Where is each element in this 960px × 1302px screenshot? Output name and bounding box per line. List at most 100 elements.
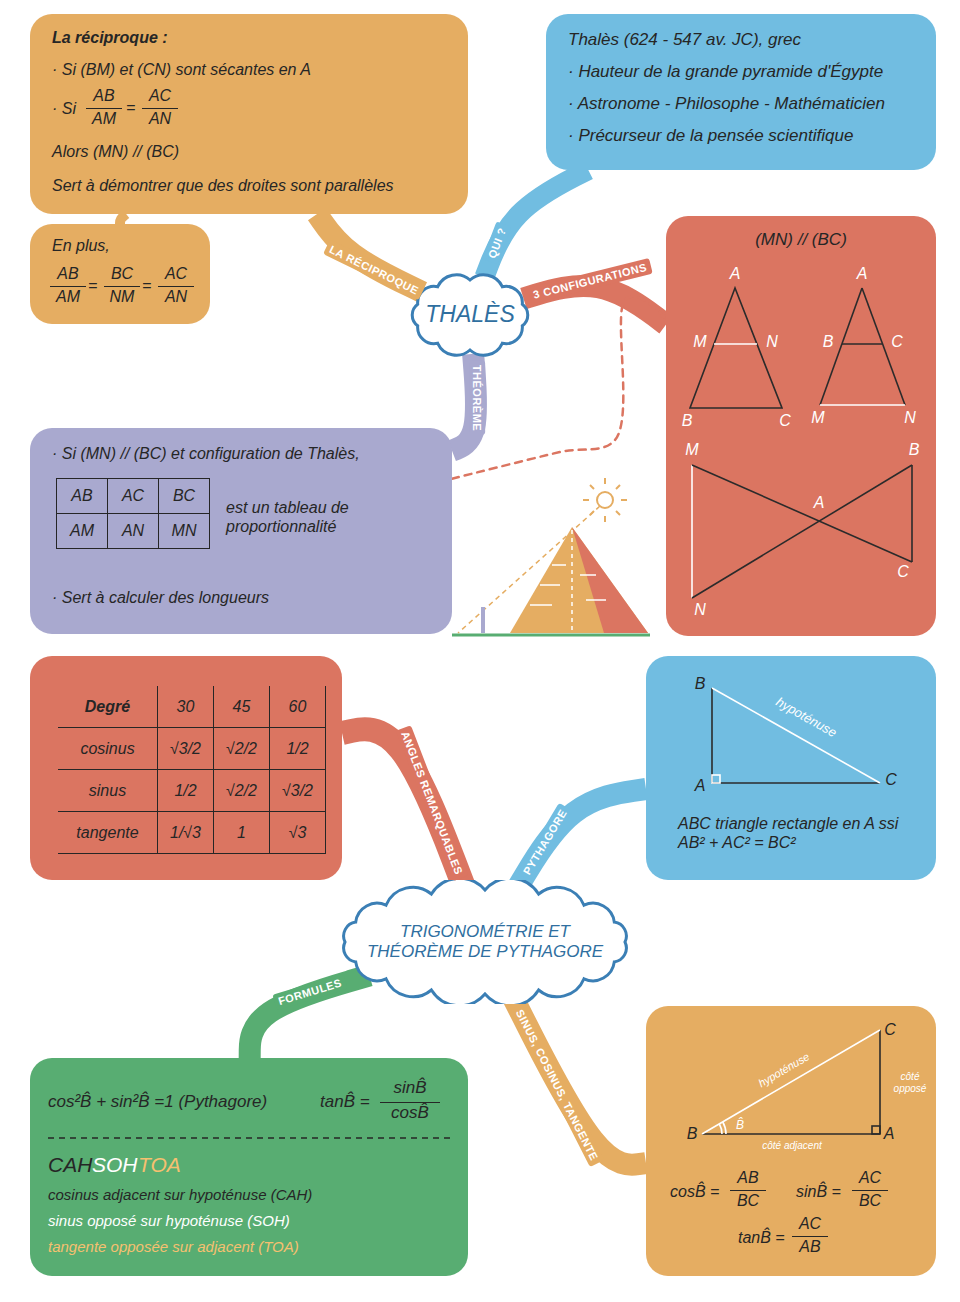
sun-illustration (616, 511, 620, 515)
table-cell: 60 (270, 686, 326, 728)
point-label: B (695, 675, 706, 693)
trig-triangle-figure (702, 1133, 880, 1135)
table-cell: 1 (214, 812, 270, 854)
point-label: N (904, 409, 916, 427)
sun-illustration (616, 485, 620, 489)
node-text: BC (104, 264, 140, 283)
node-text: (MN) // (BC) (676, 230, 926, 250)
node-text: AB (86, 86, 122, 105)
pyramid-illustration (540, 584, 560, 586)
cloud-title: TRIGONOMÉTRIE ET THÉORÈME DE PYTHAGORE (360, 922, 610, 963)
side-label: côté opposé (887, 1071, 933, 1094)
sun-illustration (621, 499, 627, 501)
point-label: A (814, 494, 825, 512)
node-text: cosinus adjacent sur hypoténuse (CAH) (48, 1186, 312, 1204)
node-text: AC (158, 264, 194, 283)
node-text: cosB̂ (380, 1102, 440, 1123)
point-label: C (779, 412, 791, 430)
node-text: AM (86, 108, 122, 128)
table-cell: √3 (270, 812, 326, 854)
table-cell: AC (107, 478, 159, 514)
point-label: C (885, 771, 897, 789)
table-cell: AN (107, 513, 159, 549)
extra-box: En plus,ABAM=BCNM=ACAN (30, 224, 210, 324)
point-label: M (811, 409, 824, 427)
table-cell: MN (158, 513, 210, 549)
pythagoras-box: ABC triangle rectangle en A ssi AB² + AC… (646, 656, 936, 880)
trig-triangle-figure (702, 1030, 880, 1134)
table-cell: √3/2 (270, 770, 326, 812)
node-text: AC (142, 86, 178, 105)
table-cell: 1/2 (158, 770, 214, 812)
thales-figure (820, 404, 905, 406)
thales-figure (911, 465, 913, 562)
node-text: En plus, (52, 236, 110, 255)
pyramid-illustration (452, 634, 650, 637)
node-text: CAH (48, 1152, 92, 1177)
point-label: A (730, 265, 741, 283)
node-text: sinus opposé sur hypoténuse (SOH) (48, 1212, 290, 1230)
node-text: BC (852, 1190, 888, 1210)
node-text: sinB̂ (380, 1078, 440, 1098)
table-cell: Degré (58, 686, 158, 728)
point-label: N (766, 333, 778, 351)
node-text: La réciproque : (52, 28, 168, 47)
pyramid-illustration (481, 607, 485, 633)
node-text: · Si (52, 99, 76, 118)
table-cell: 1/√3 (158, 812, 214, 854)
thales-figure (692, 465, 912, 562)
trig-triangle-figure (872, 1126, 880, 1134)
branch-label: PYTHAGORE (517, 803, 573, 882)
thales-figure (690, 288, 912, 598)
branch-label: ANGLES REMARQUABLES (396, 725, 469, 881)
node-text: AC (852, 1168, 888, 1187)
sun-illustration (590, 485, 594, 489)
node-text: BC (730, 1190, 766, 1210)
table-cell: BC (158, 478, 210, 514)
sun-illustration (583, 478, 627, 522)
node-text: NM (104, 286, 140, 306)
node-text: AB (792, 1236, 828, 1256)
sun-illustration (604, 516, 606, 522)
point-label: A (884, 1125, 895, 1143)
node-text: AM (50, 286, 86, 306)
node-text: tanB̂ = (738, 1228, 785, 1247)
point-label: C (897, 563, 909, 581)
topic-cloud: TRIGONOMÉTRIE ET THÉORÈME DE PYTHAGORE (335, 880, 635, 1004)
trig-triangle-figure (702, 1030, 880, 1134)
thales-figure (691, 465, 693, 598)
node-text: AN (142, 108, 178, 128)
node-text: Alors (MN) // (BC) (52, 142, 179, 161)
node-text: cosB̂ = (670, 1182, 719, 1201)
right-triangle-figure (711, 688, 713, 783)
node-text: SOH (92, 1152, 138, 1177)
table-cell: 45 (214, 686, 270, 728)
trig-triangle-figure (723, 1122, 726, 1134)
pyramid-illustration (452, 506, 650, 635)
node-text: = (88, 276, 97, 295)
branch-label: SINUS, COSINUS, TANGENTE (510, 1003, 604, 1167)
node-text: · Si (BM) et (CN) sont sécantes en A (52, 60, 311, 79)
right-triangle-figure (712, 775, 720, 783)
topic-cloud: THALÈS (405, 270, 535, 360)
node-text: AB (50, 264, 86, 283)
node-text: · Si (MN) // (BC) et configuration de Th… (52, 444, 360, 463)
node-text: = (142, 276, 151, 295)
node-text: ABC triangle rectangle en A ssi AB² + AC… (678, 814, 918, 852)
right-triangle-figure (712, 782, 880, 784)
trig-triangle-figure (719, 1124, 722, 1134)
point-label: A (857, 265, 868, 283)
point-label: N (694, 601, 706, 619)
thales-figure (692, 465, 912, 598)
table-cell: tangente (58, 812, 158, 854)
node-text: AN (158, 286, 194, 306)
thales-figure (842, 343, 882, 345)
node-text: Thalès (624 - 547 av. JC), grec (568, 30, 801, 50)
branch-ribbon (342, 729, 464, 886)
right-triangle-figure (712, 688, 880, 783)
pyramid-illustration (510, 527, 648, 633)
dashed-divider (48, 1137, 452, 1139)
table-cell: √3/2 (158, 728, 214, 770)
node-text: AB (730, 1168, 766, 1187)
